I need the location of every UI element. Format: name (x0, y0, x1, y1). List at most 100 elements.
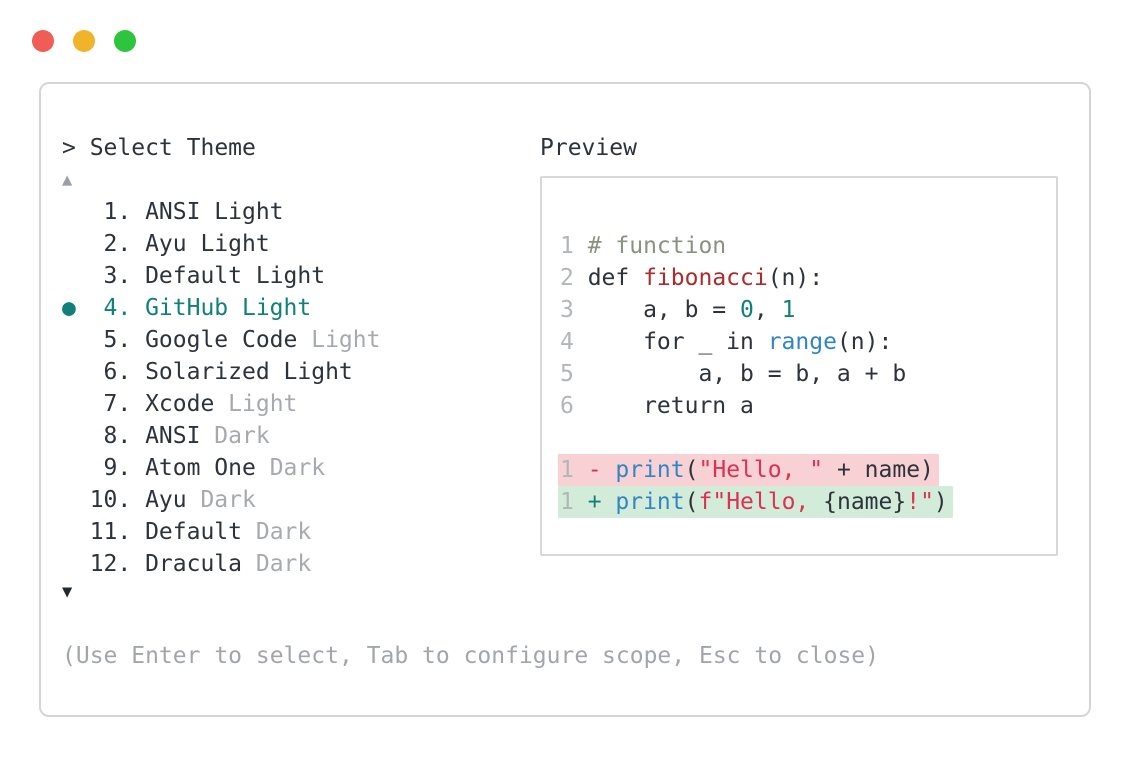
theme-item-label: Ayu (145, 487, 187, 513)
diff-removed-line: 1- print("Hello, " + name) (558, 454, 939, 486)
theme-list-item[interactable]: 5.Google Code Light (62, 324, 381, 356)
code-token: print (615, 489, 685, 515)
code-line: 1+ print(f"Hello, {name}!") (558, 486, 1056, 518)
diff-added-line: 1+ print(f"Hello, {name}!") (558, 486, 953, 518)
preview-title: Preview (540, 135, 637, 161)
theme-item-variant-label: Dark (242, 519, 312, 545)
theme-item-number: 11. (89, 519, 132, 545)
theme-item-number: 8. (103, 423, 132, 449)
theme-item-label: Atom One (145, 455, 256, 481)
code-token: (n): (767, 265, 824, 291)
theme-item-variant-label: Light (297, 327, 381, 353)
code-token: (n): (836, 329, 893, 355)
code-token: return a (587, 393, 754, 419)
theme-item-number: 12. (89, 551, 132, 577)
theme-list-item[interactable]: 10. Ayu Dark (62, 484, 380, 516)
bullet-placeholder (62, 484, 90, 516)
theme-list-item[interactable]: 9.Atom One Dark (62, 452, 380, 484)
bullet-placeholder (62, 228, 90, 260)
theme-list: 1. ANSI Light 2. Ayu Light 3. Default Light… (62, 196, 380, 580)
code-token: "Hello, " (698, 457, 824, 483)
code-line (558, 422, 1056, 454)
bullet-placeholder (62, 356, 90, 388)
code-line-content: 6 return a (558, 390, 759, 422)
theme-list-item[interactable]: 2. Ayu Light (62, 228, 380, 260)
theme-item-variant-label: Dark (186, 487, 256, 513)
zoom-button[interactable] (114, 30, 136, 52)
theme-list-item[interactable]: 7.Xcode Light (62, 388, 380, 420)
theme-item-number: 7. (103, 391, 132, 417)
theme-item-number: 5. (103, 327, 132, 353)
theme-list-item[interactable]: 3. Default Light (62, 260, 380, 292)
line-number: 4 (560, 329, 574, 355)
bullet-placeholder (62, 516, 90, 548)
line-number: 3 (560, 297, 574, 323)
theme-item-number: 3. (103, 263, 132, 289)
theme-item-number: 10. (89, 487, 132, 513)
code-line: 4 for _ in range(n): (558, 326, 1056, 358)
code-line-content: 3 a, b = 0, 1 (558, 294, 800, 326)
code-token: # function (587, 233, 727, 259)
help-text: (Use Enter to select, Tab to configure s… (62, 643, 879, 669)
theme-list-item[interactable]: 6. Solarized Light (62, 356, 380, 388)
code-token: f"Hello, (698, 489, 824, 515)
scroll-down-icon[interactable]: ▼ (62, 582, 73, 602)
theme-item-label: Solarized Light (145, 359, 353, 385)
bullet-placeholder (62, 420, 90, 452)
bullet-placeholder (62, 260, 90, 292)
code-token: !" (906, 489, 934, 515)
scroll-up-icon[interactable]: ▲ (62, 170, 73, 190)
bullet-placeholder (62, 324, 90, 356)
code-token: - (587, 457, 616, 483)
line-number: 5 (560, 361, 574, 387)
code-token: a, b = b, a + b (587, 361, 907, 387)
theme-list-item[interactable]: 8.ANSI Dark (62, 420, 380, 452)
code-line: 1- print("Hello, " + name) (558, 454, 1056, 486)
code-token: range (767, 329, 837, 355)
theme-item-label: ANSI Light (145, 199, 284, 225)
window-controls (32, 30, 136, 52)
theme-list-item[interactable]: 12.Dracula Dark (62, 548, 380, 580)
line-number: 1 (560, 457, 574, 483)
code-token: a, b = (587, 297, 741, 323)
theme-item-label: Default Light (145, 263, 326, 289)
code-token: + (587, 489, 616, 515)
code-token: ( (684, 457, 699, 483)
bullet-placeholder (62, 388, 90, 420)
theme-picker-window: > Select Theme Preview ▲ 1.ANSI Light 2.… (39, 82, 1091, 717)
theme-item-number: 6. (103, 359, 132, 385)
code-token: 0 (740, 297, 754, 323)
bullet-placeholder (62, 196, 90, 228)
code-token: ( (684, 489, 699, 515)
code-token: fibonacci (643, 265, 768, 291)
theme-item-label: Ayu Light (145, 231, 270, 257)
code-token: + name) (823, 457, 934, 483)
code-token: print (615, 457, 685, 483)
selected-bullet-icon: ● (62, 295, 76, 321)
theme-item-number: 9. (103, 455, 132, 481)
theme-list-item[interactable]: ●4.GitHub Light (62, 292, 380, 324)
bullet-placeholder (62, 452, 90, 484)
theme-item-label: Dracula (145, 551, 242, 577)
close-button[interactable] (32, 30, 54, 52)
code-line: 6 return a (558, 390, 1056, 422)
theme-item-variant-label: Dark (200, 423, 270, 449)
code-line: 3 a, b = 0, 1 (558, 294, 1056, 326)
code-line: 5 a, b = b, a + b (558, 358, 1056, 390)
code-line-content: 1 # function (558, 230, 731, 262)
code-token: ) (933, 489, 948, 515)
minimize-button[interactable] (73, 30, 95, 52)
line-number: 1 (560, 233, 574, 259)
code-token: 1 (781, 297, 796, 323)
theme-item-label: GitHub Light (145, 295, 312, 321)
theme-list-item[interactable]: 1. ANSI Light (62, 196, 380, 228)
theme-item-number: 2. (103, 231, 132, 257)
theme-item-variant-label: Light (214, 391, 298, 417)
bullet-placeholder (62, 548, 90, 580)
line-number: 2 (560, 265, 574, 291)
theme-item-number: 1. (103, 199, 132, 225)
theme-list-item[interactable]: 11.Default Dark (62, 516, 380, 548)
line-number: 1 (560, 489, 574, 515)
